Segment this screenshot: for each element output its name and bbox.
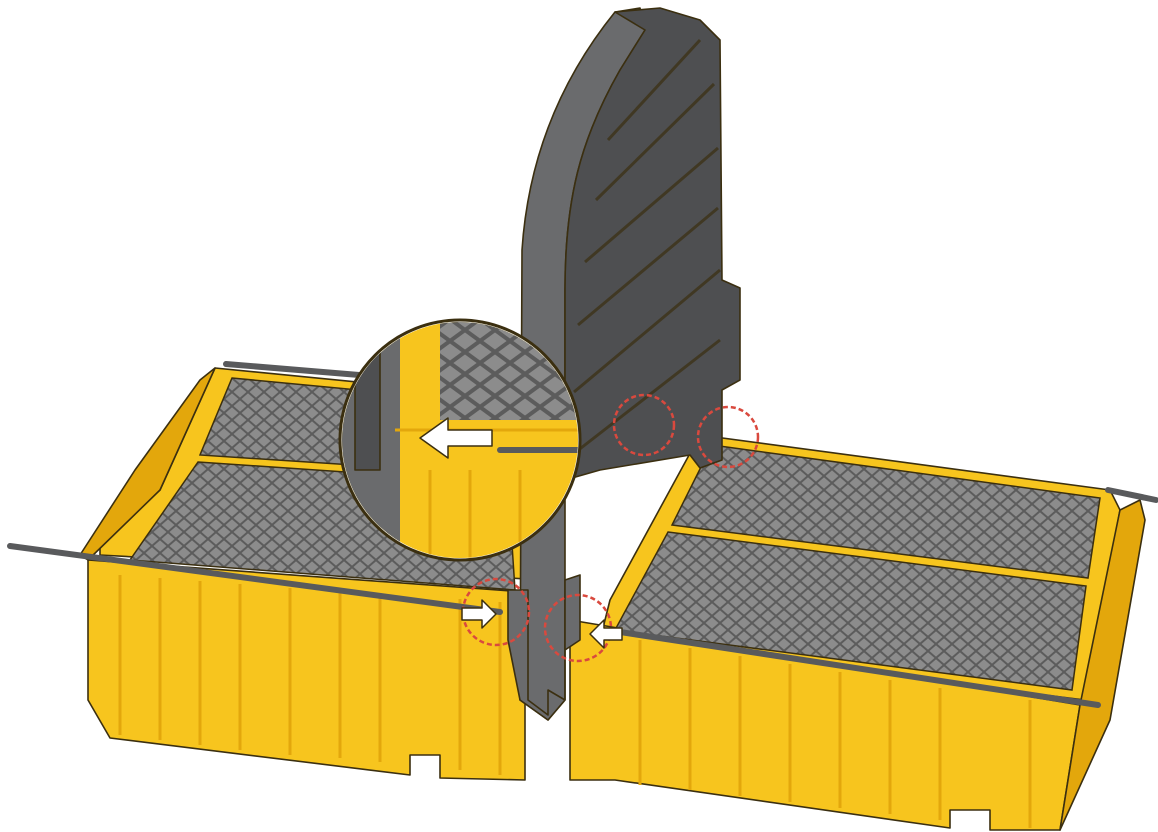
right-grate-front <box>613 531 1087 691</box>
arrow-left-icon <box>589 619 623 649</box>
detail-magnifier <box>338 318 582 562</box>
rod-left-front <box>7 543 503 615</box>
center-divider-panel <box>507 7 741 721</box>
magnifier-arrow-icon <box>419 417 493 459</box>
right-spill-tub <box>569 434 1146 831</box>
right-tub-side <box>1059 499 1146 831</box>
callout-circle-lower-left <box>461 577 531 647</box>
callout-circle-upper-right <box>696 405 760 469</box>
left-tub-ribs <box>118 575 502 775</box>
callout-circle-upper-left <box>612 393 676 457</box>
right-tub-ribs <box>638 640 1032 828</box>
divider-stripes <box>571 38 721 457</box>
rod-right-front <box>617 629 1101 708</box>
divider-stem <box>507 574 581 721</box>
callouts <box>461 393 760 663</box>
rod-right-back <box>1105 487 1158 503</box>
arrow-right-icon <box>461 599 497 629</box>
right-grate-back <box>670 444 1101 579</box>
